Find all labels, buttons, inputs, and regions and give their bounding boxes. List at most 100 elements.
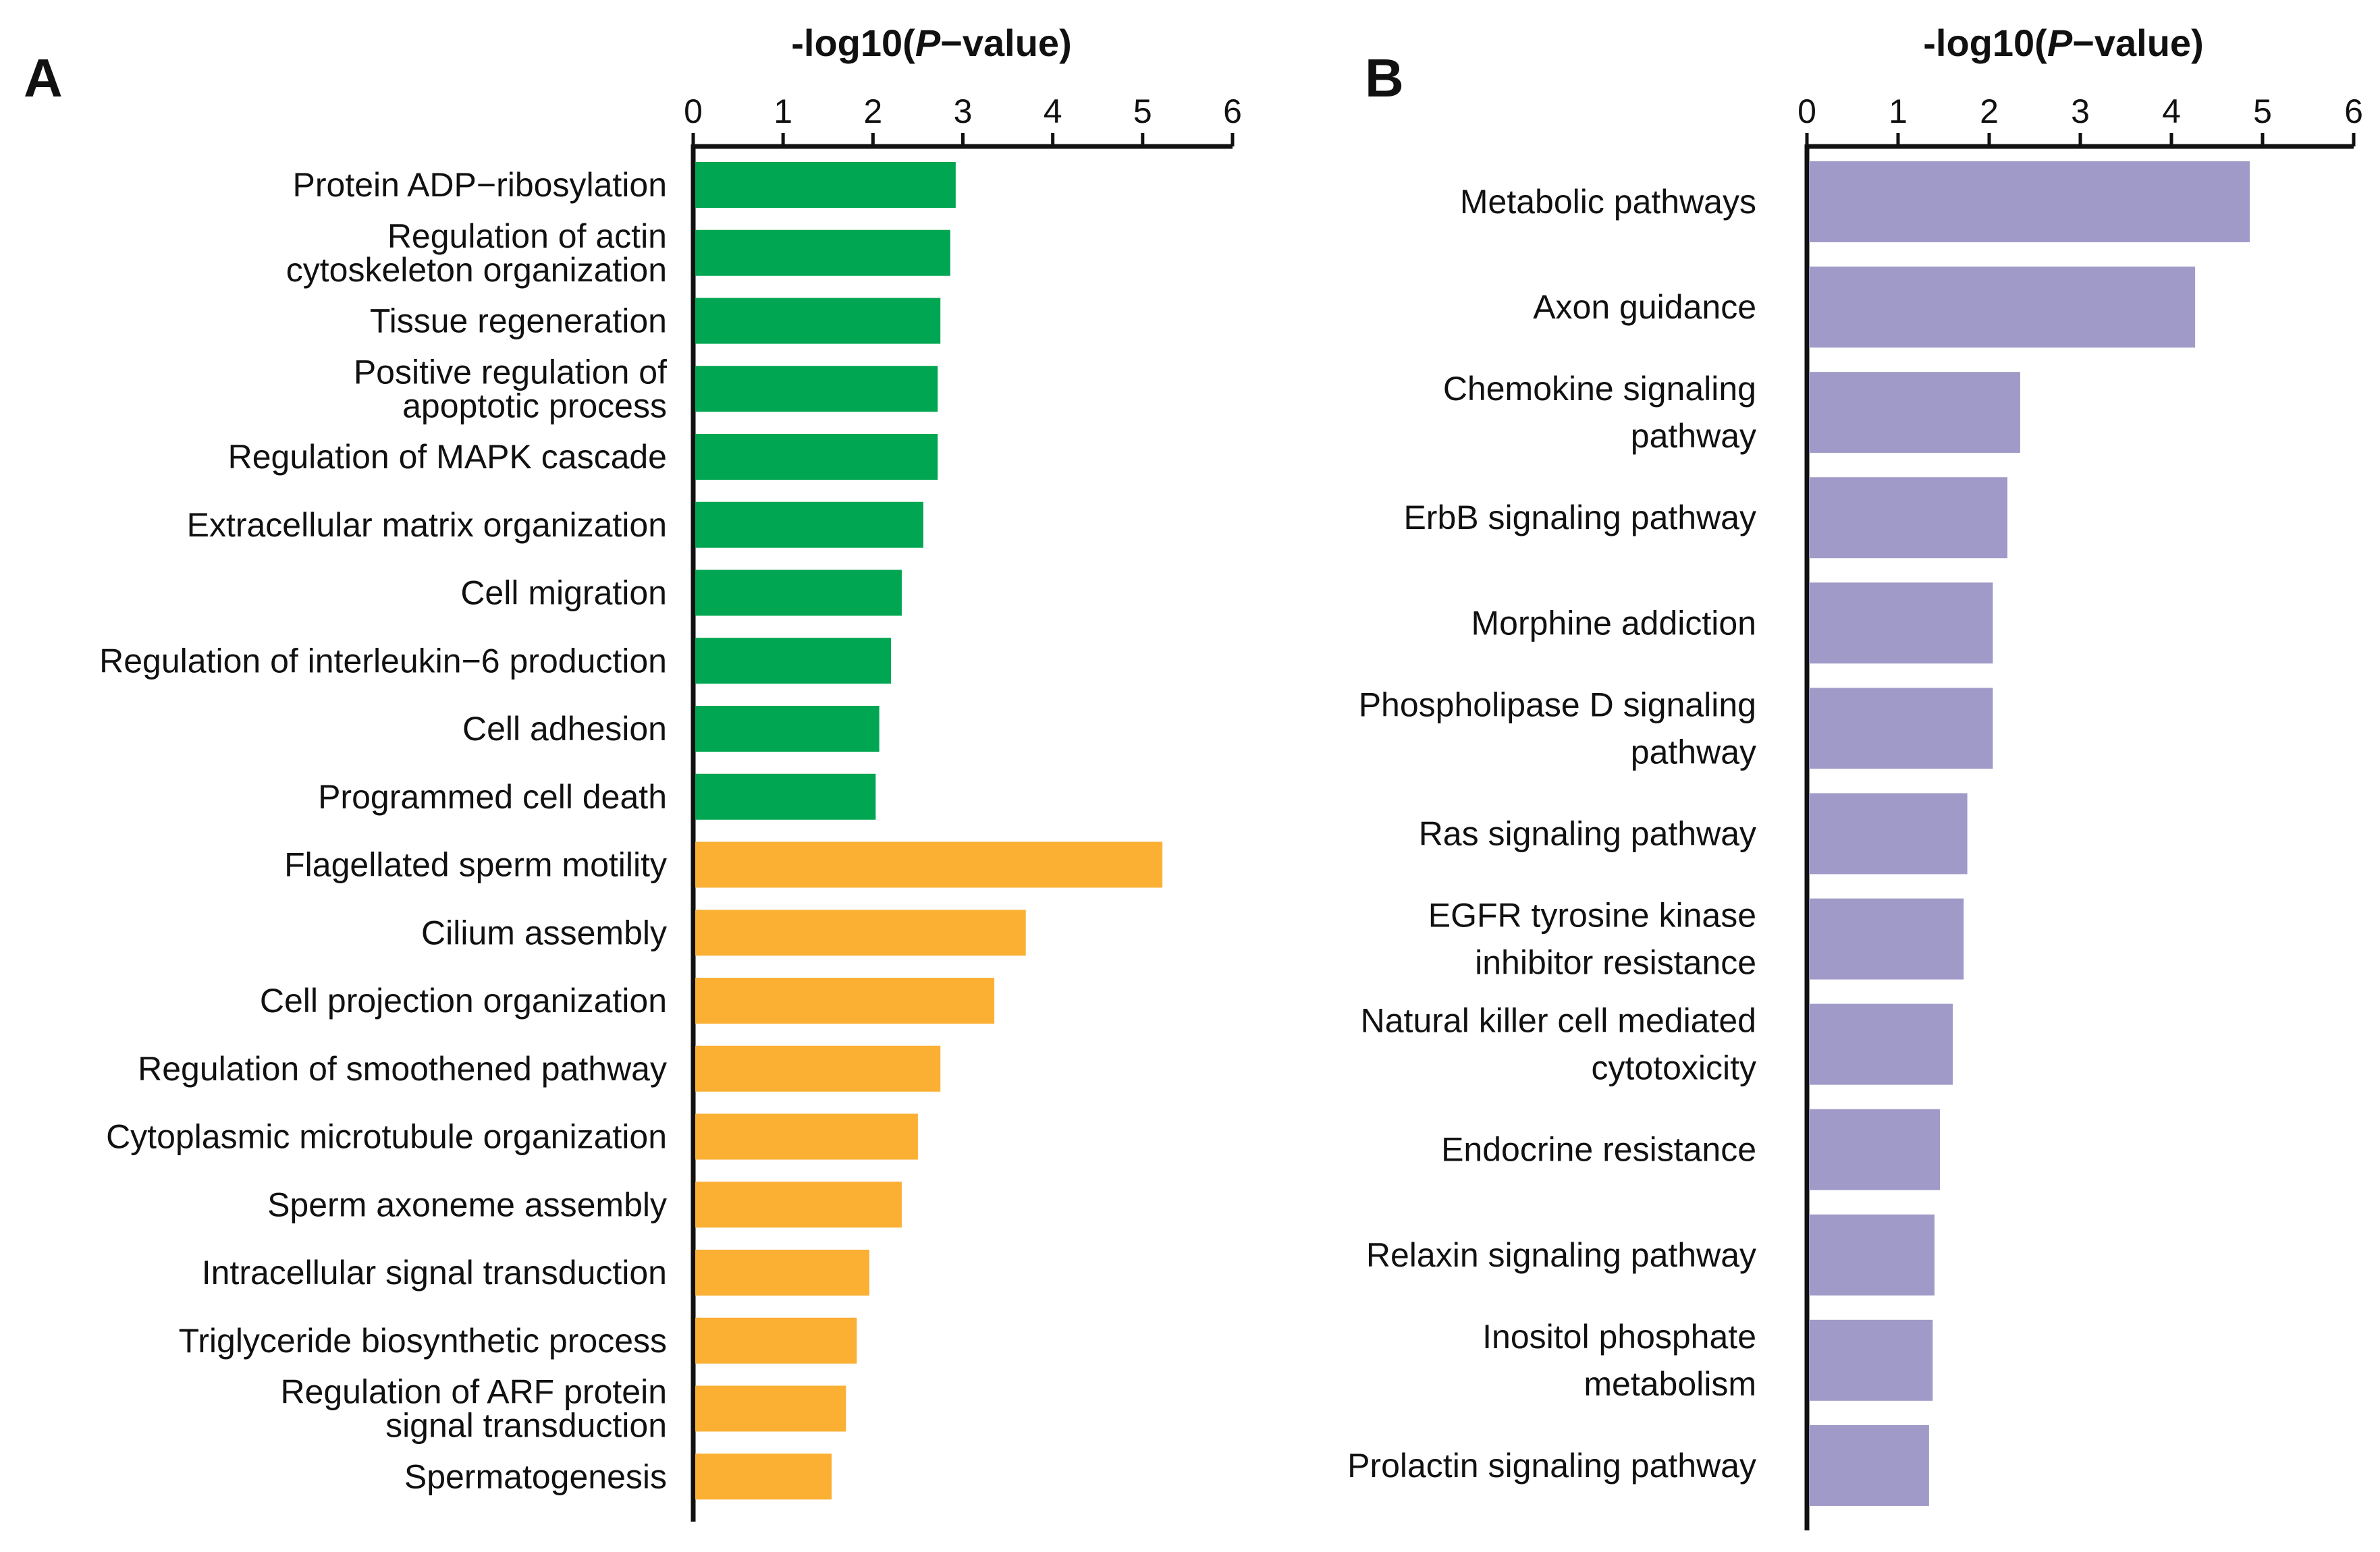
bar <box>695 1045 941 1092</box>
category-label: Ras signaling pathway <box>1419 814 1756 852</box>
category-label-line: Flagellated sperm motility <box>284 846 667 884</box>
category-label: Inositol phosphate metabolism <box>1482 1318 1756 1403</box>
bar <box>695 706 880 752</box>
category-label: Chemokine signaling pathway <box>1443 370 1756 455</box>
category-label: Endocrine resistance <box>1441 1131 1756 1169</box>
axis-title-suffix: −value) <box>940 22 1072 64</box>
bar <box>695 1182 902 1228</box>
category-label-line: Inositol phosphate <box>1482 1318 1756 1356</box>
bar <box>695 434 938 480</box>
category-label: Cell migration <box>460 574 667 612</box>
axis-title-italic: P <box>2047 22 2073 64</box>
category-label-line: Regulation of ARF protein <box>280 1373 667 1411</box>
bar <box>695 1250 870 1296</box>
bar <box>695 229 950 276</box>
axis-title-prefix: -log10( <box>1923 22 2047 64</box>
category-label-line: pathway <box>1631 733 1756 771</box>
x-tick-label: 3 <box>2071 92 2090 130</box>
category-label: Programmed cell death <box>318 778 667 816</box>
category-label-line: Metabolic pathways <box>1460 183 1756 221</box>
category-label-line: Cytoplasmic microtubule organization <box>106 1118 667 1156</box>
bar <box>1809 1214 1935 1296</box>
axis-title-italic: P <box>915 22 941 64</box>
bar <box>695 1317 857 1364</box>
axis-title-suffix: −value) <box>2072 22 2204 64</box>
bar <box>1809 1319 1933 1401</box>
category-label-line: ErbB signaling pathway <box>1403 499 1756 536</box>
category-label-line: Prolactin signaling pathway <box>1347 1447 1756 1485</box>
category-label: Tissue regeneration <box>370 302 667 340</box>
category-label: Metabolic pathways <box>1460 183 1756 221</box>
x-tick-label: 1 <box>1889 92 1908 130</box>
bar <box>695 1113 918 1160</box>
category-label: Cilium assembly <box>421 914 667 951</box>
category-label-line: Cilium assembly <box>421 914 667 951</box>
x-tick-label: 0 <box>1797 92 1816 130</box>
category-label: Relaxin signaling pathway <box>1366 1236 1756 1274</box>
category-label-line: pathway <box>1631 417 1756 455</box>
category-label-line: Programmed cell death <box>318 778 667 816</box>
category-label-line: Chemokine signaling <box>1443 370 1756 408</box>
category-label-line: Axon guidance <box>1533 288 1756 326</box>
category-label-line: Positive regulation of <box>354 353 667 391</box>
category-label: Cell projection organization <box>260 982 667 1020</box>
bar <box>1809 582 1993 664</box>
bar <box>1809 688 1993 769</box>
bar <box>695 978 995 1024</box>
x-tick-label: 2 <box>863 92 882 130</box>
category-label: Triglyceride biosynthetic process <box>179 1322 667 1360</box>
category-label: Regulation of smoothened pathway <box>138 1050 667 1088</box>
x-tick-label: 3 <box>954 92 973 130</box>
category-label-line: Regulation of actin <box>387 217 667 255</box>
bar <box>695 841 1163 888</box>
category-label-line: Phospholipase D signaling <box>1359 686 1756 723</box>
bar <box>1809 1424 1929 1506</box>
category-label-line: cytotoxicity <box>1591 1049 1756 1087</box>
category-label-line: Cell adhesion <box>462 710 667 748</box>
category-label: Spermatogenesis <box>404 1458 667 1495</box>
category-label: Sperm axoneme assembly <box>267 1186 667 1223</box>
x-tick-label: 2 <box>1980 92 1999 130</box>
category-label: Extracellular matrix organization <box>187 506 667 544</box>
axis-title-prefix: -log10( <box>791 22 915 64</box>
category-label: Regulation of MAPK cascade <box>228 438 667 476</box>
bar <box>695 1453 832 1500</box>
category-label-line: Protein ADP−ribosylation <box>293 166 667 204</box>
bar <box>695 366 938 412</box>
category-label-line: Relaxin signaling pathway <box>1366 1236 1756 1274</box>
category-label-line: Regulation of smoothened pathway <box>138 1050 667 1088</box>
x-tick-label: 5 <box>2253 92 2272 130</box>
panel-label: A <box>24 48 63 108</box>
category-label: Phospholipase D signaling pathway <box>1359 686 1756 771</box>
bar <box>695 162 956 208</box>
bar <box>1809 477 2007 559</box>
category-label-line: Cell migration <box>460 574 667 612</box>
axis-title: -log10(P−value) <box>791 22 1071 64</box>
axis-title: -log10(P−value) <box>1923 22 2203 64</box>
category-label: Cytoplasmic microtubule organization <box>106 1118 667 1156</box>
category-label-line: apoptotic process <box>402 387 667 424</box>
category-label: Cell adhesion <box>462 710 667 748</box>
bar <box>1809 372 2020 453</box>
category-label: Prolactin signaling pathway <box>1347 1447 1756 1485</box>
category-label: Morphine addiction <box>1471 604 1757 642</box>
x-tick-label: 6 <box>2344 92 2363 130</box>
bar <box>1809 898 1964 980</box>
x-tick-label: 0 <box>684 92 703 130</box>
x-tick-label: 6 <box>1223 92 1242 130</box>
category-label-line: Tissue regeneration <box>370 302 667 340</box>
bar <box>695 1385 846 1432</box>
category-label-line: Morphine addiction <box>1471 604 1757 642</box>
bar <box>1809 1003 1953 1085</box>
bar <box>1809 161 2250 242</box>
category-label-line: EGFR tyrosine kinase <box>1428 897 1756 935</box>
panel-label: B <box>1365 48 1404 108</box>
category-label-line: signal transduction <box>385 1407 667 1445</box>
category-label-line: metabolism <box>1584 1365 1756 1403</box>
category-label: Regulation of interleukin−6 production <box>99 642 667 680</box>
